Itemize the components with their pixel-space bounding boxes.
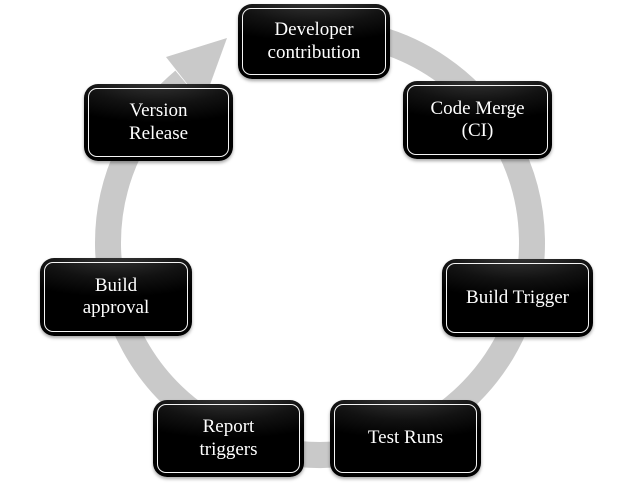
node-report-triggers-label: Report triggers xyxy=(199,416,258,460)
node-build-approval: Build approval xyxy=(40,258,192,336)
node-build-approval-label: Build approval xyxy=(82,274,150,318)
node-version-release-label: Version Release xyxy=(128,100,189,144)
node-code-merge-ci: Code Merge (CI) xyxy=(403,81,552,159)
node-report-triggers: Report triggers xyxy=(153,400,304,477)
node-build-trigger-label: Build Trigger xyxy=(466,286,569,308)
node-version-release: Version Release xyxy=(84,84,233,161)
node-code-merge-ci-label: Code Merge (CI) xyxy=(430,97,525,141)
node-developer-contribution-label: Developer contribution xyxy=(267,19,361,63)
node-developer-contribution: Developer contribution xyxy=(238,4,390,79)
cycle-arrow-head-icon xyxy=(166,38,227,104)
node-build-trigger: Build Trigger xyxy=(442,259,593,337)
node-test-runs: Test Runs xyxy=(330,400,481,477)
node-test-runs-label: Test Runs xyxy=(367,427,444,449)
